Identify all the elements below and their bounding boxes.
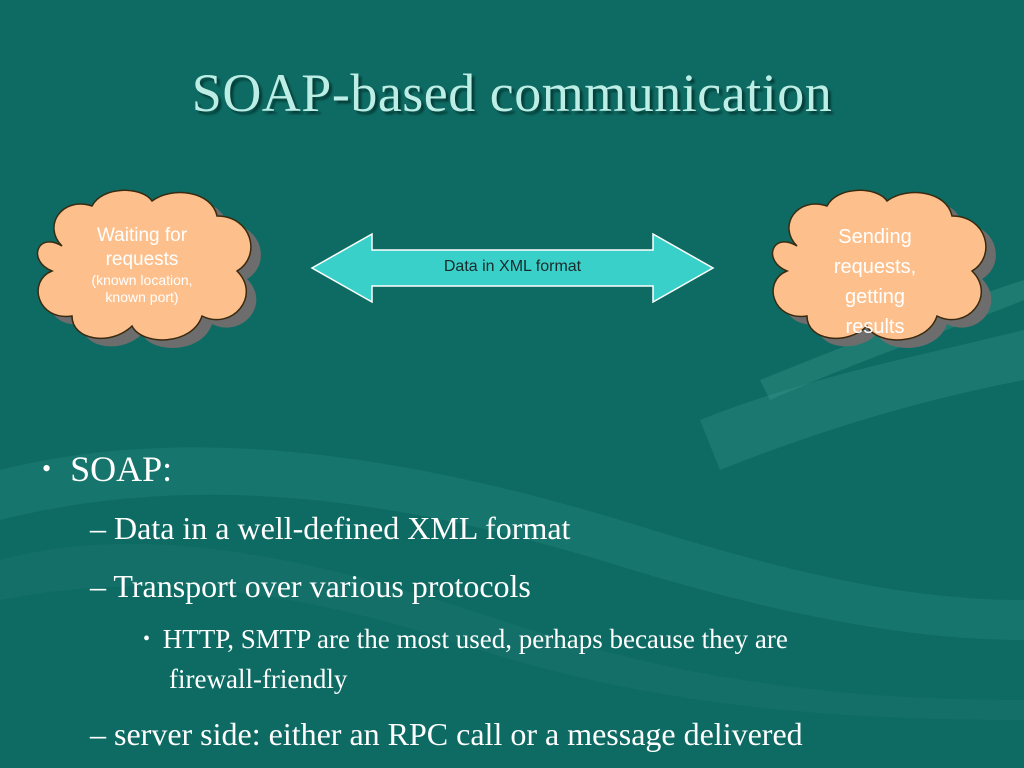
list-item-text: firewall-friendly — [169, 664, 348, 694]
list-item-continuation: firewall-friendly — [169, 664, 347, 695]
cloud-text-line: requests — [105, 248, 179, 270]
cloud-text-line: Sending — [838, 226, 912, 248]
cloud-text-line: (known location, — [91, 271, 193, 288]
list-item: • HTTP, SMTP are the most used, perhaps … — [143, 624, 788, 655]
list-item-text: SOAP: — [70, 449, 173, 489]
arrow-label: Data in XML format — [443, 258, 582, 275]
list-item-text: Transport over various protocols — [113, 568, 531, 604]
dash-marker: – — [90, 716, 106, 752]
list-item: – server side: either an RPC call or a m… — [90, 716, 803, 753]
cloud-text-line: Waiting for — [96, 225, 188, 246]
data-exchange-arrow: Data in XML format — [310, 232, 715, 304]
double-arrow-icon — [310, 232, 715, 304]
cloud-text-line: results — [845, 316, 905, 338]
list-item-text: Data in a well-defined XML format — [114, 510, 571, 546]
bullet-marker: • — [143, 628, 151, 650]
cloud-text-line: requests, — [833, 256, 917, 278]
slide-title: SOAP-based communication — [191, 63, 833, 123]
dash-marker: – — [90, 510, 106, 546]
cloud-text-line: known port) — [105, 289, 179, 305]
cloud-shape — [36, 189, 261, 348]
bullet-marker: • — [42, 454, 52, 483]
cloud-shape — [771, 189, 996, 348]
client-cloud: Sending requests, getting results — [757, 186, 1009, 354]
server-cloud: Waiting for requests (known location, kn… — [22, 186, 274, 354]
cloud-text-line: getting — [844, 286, 906, 308]
list-item-text: server side: either an RPC call or a mes… — [114, 716, 803, 752]
list-item: – Data in a well-defined XML format — [90, 510, 570, 547]
list-item: • SOAP: — [42, 448, 172, 490]
list-item-text: HTTP, SMTP are the most used, perhaps be… — [162, 624, 788, 654]
list-item: – Transport over various protocols — [90, 568, 531, 605]
dash-marker: – — [90, 568, 106, 604]
